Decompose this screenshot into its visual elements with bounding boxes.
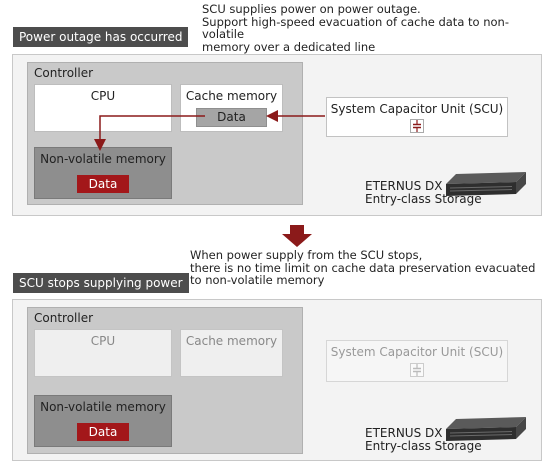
scu-box: System Capacitor Unit (SCU) — [326, 97, 508, 137]
top-flow-arrows — [94, 110, 325, 151]
bottom-note: When power supply from the SCU stops, th… — [190, 248, 536, 287]
nvm-label: Non-volatile memory — [40, 400, 166, 414]
cache-memory-box: Cache memory Data — [180, 84, 283, 132]
cpu-box: CPU — [34, 84, 172, 132]
bottom-controller: Controller CPU Cache memory Non-volatile… — [27, 307, 303, 454]
cache-memory-box: Cache memory — [180, 329, 283, 377]
top-controller: Controller CPU Cache memory Data Non-vol… — [27, 62, 303, 205]
bottom-storage-panel: Controller CPU Cache memory Non-volatile… — [12, 299, 542, 461]
top-note: SCU supplies power on power outage. Supp… — [202, 2, 509, 54]
cache-data-block: Data — [196, 108, 267, 127]
storage-device-icon — [446, 172, 526, 196]
nvm-data-block: Data — [77, 175, 129, 193]
storage-device-icon — [446, 417, 526, 441]
capacitor-icon — [410, 119, 424, 133]
scu-stops-label: SCU stops supplying power — [13, 273, 189, 293]
cpu-box: CPU — [34, 329, 172, 377]
scu-label: System Capacitor Unit (SCU) — [330, 345, 504, 359]
scu-box: System Capacitor Unit (SCU) — [326, 340, 508, 382]
cache-memory-label: Cache memory — [185, 89, 278, 103]
nvm-data-block: Data — [77, 423, 129, 441]
controller-title: Controller — [34, 66, 94, 80]
scu-label: System Capacitor Unit (SCU) — [330, 102, 504, 116]
nvm-label: Non-volatile memory — [40, 152, 166, 166]
controller-title: Controller — [34, 311, 94, 325]
capacitor-icon — [410, 363, 424, 377]
non-volatile-memory-box: Non-volatile memory Data — [34, 147, 172, 199]
power-outage-label: Power outage has occurred — [13, 27, 189, 47]
down-arrow-icon — [282, 225, 312, 247]
storage-caption: ETERNUS DX Entry-class Storage — [365, 426, 482, 453]
non-volatile-memory-box: Non-volatile memory Data — [34, 395, 172, 447]
cache-to-nvm-arrow — [94, 115, 205, 151]
